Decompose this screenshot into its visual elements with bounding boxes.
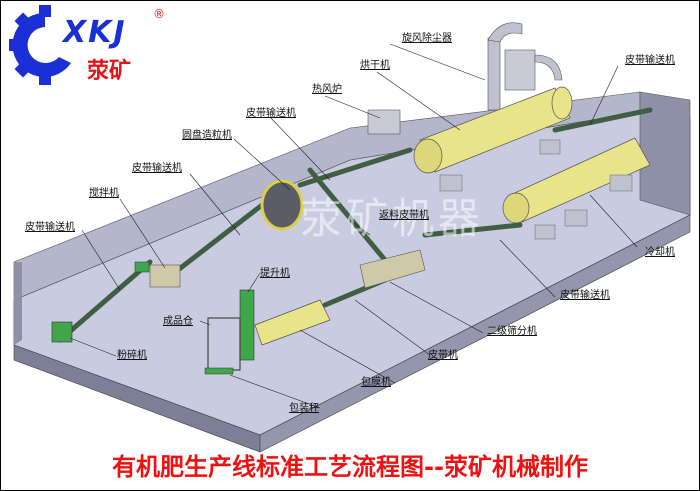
- mixer-motor-icon: [134, 261, 150, 273]
- cyclone-dust-collector-icon: [487, 22, 563, 111]
- label-belt-conveyor-from-cooler: 皮带输送机: [560, 290, 610, 301]
- left-wall: [14, 262, 22, 345]
- label-return-belt-conveyor: 返料皮带机: [379, 210, 429, 221]
- support-block: [609, 174, 633, 192]
- disc-granulator-icon: [260, 179, 304, 231]
- label-dryer: 烘干机: [360, 60, 390, 71]
- label-hot-air-furnace: 热风炉: [312, 84, 342, 95]
- logo-chinese-name: 荥矿: [87, 59, 132, 84]
- conveyor-dryer-to-cooler: [552, 107, 653, 133]
- conveyor-crusher-to-mixer: [57, 259, 153, 343]
- registered-mark: ®: [153, 7, 165, 21]
- label-belt-conveyor-left: 皮带输送机: [25, 222, 75, 233]
- conveyor-mixer-to-granulator: [162, 192, 278, 283]
- label-secondary-screener: 二级筛分机: [487, 326, 537, 337]
- label-belt-conveyor-to-granulator: 皮带输送机: [132, 163, 182, 174]
- dryer-drum-icon: [413, 86, 573, 174]
- crusher-icon: [51, 321, 73, 343]
- elevator-icon: [239, 289, 255, 361]
- return-belt-conveyor: [307, 167, 388, 263]
- label-cooler: 冷却机: [645, 247, 675, 258]
- support-block: [539, 139, 561, 155]
- conveyor-cooler-to-screener: [422, 222, 523, 238]
- label-cyclone-dust-collector: 旋风除尘器: [402, 33, 452, 44]
- company-logo: XKJ 荥矿 ®: [5, 5, 175, 85]
- label-disc-granulator: 圆盘造粒机: [182, 130, 232, 141]
- watermark-text: 荥矿机器: [300, 194, 485, 243]
- label-packing-scale: 包装秤: [289, 403, 319, 414]
- label-mixer: 搅拌机: [89, 188, 119, 199]
- secondary-screener-icon: [359, 249, 426, 289]
- coating-machine-icon: [254, 299, 331, 346]
- support-block: [564, 209, 588, 227]
- label-belt-conveyor-top-right: 皮带输送机: [625, 55, 675, 66]
- support-block: [534, 224, 556, 240]
- cooler-drum-icon: [502, 137, 651, 224]
- label-finished-product-bin: 成品仓: [163, 316, 193, 327]
- label-belt-machine: 皮带机: [428, 350, 458, 361]
- diagram-title: 有机肥生产线标准工艺流程图--荥矿机械制作: [112, 453, 588, 481]
- mixer-icon: [149, 264, 181, 288]
- label-elevator: 提升机: [260, 268, 290, 279]
- packing-scale-icon: [204, 367, 234, 375]
- hot-air-furnace-icon: [367, 109, 401, 135]
- label-coating-machine: 包膜机: [361, 377, 391, 388]
- logo-letters: XKJ: [63, 15, 127, 50]
- support-block: [439, 174, 463, 192]
- label-belt-conveyor-to-dryer: 皮带输送机: [246, 108, 296, 119]
- label-crusher: 粉碎机: [117, 350, 147, 361]
- gear-icon: [9, 5, 71, 85]
